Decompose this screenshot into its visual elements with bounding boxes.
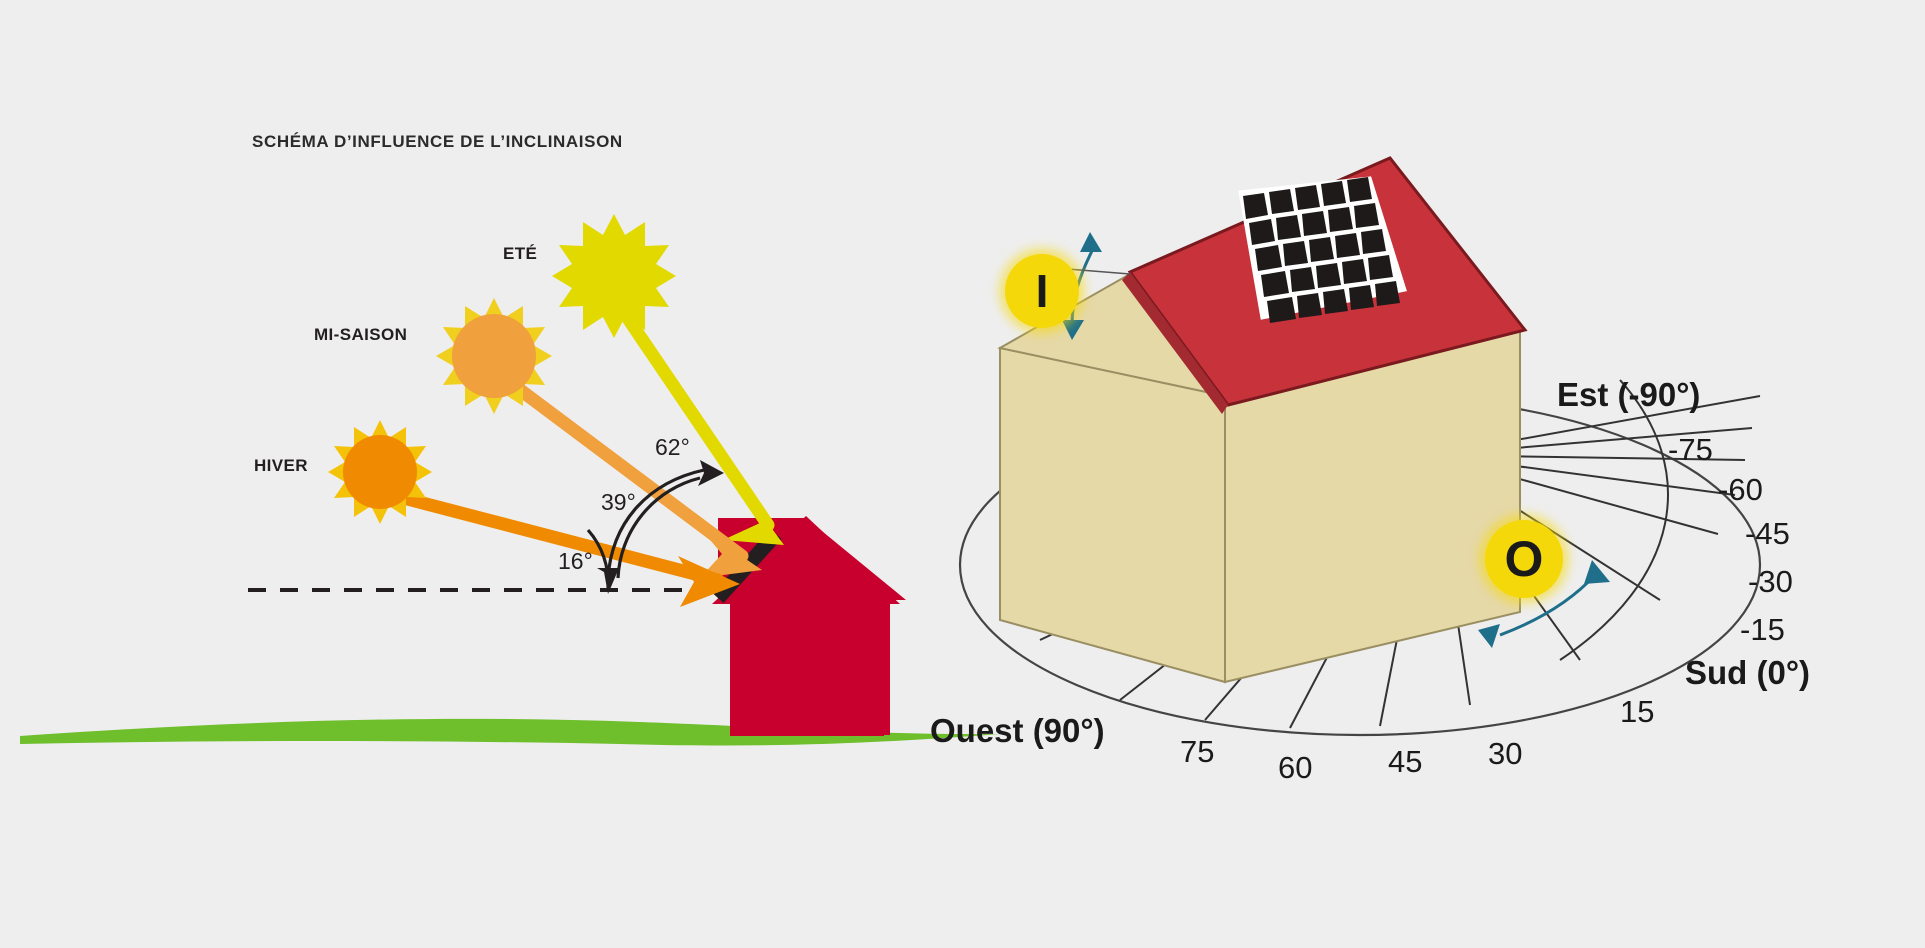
house-body	[730, 598, 884, 736]
sun-label-mi-saison: MI-SAISON	[314, 325, 408, 344]
orientation-badge-glyph: O	[1504, 531, 1544, 587]
azimuth-label--45: -45	[1745, 516, 1790, 551]
azimuth-label--30: -30	[1748, 564, 1793, 599]
solar-cells	[1243, 177, 1400, 323]
azimuth-label--60: -60	[1718, 472, 1763, 507]
azimuth-label-75: 75	[1180, 734, 1215, 769]
azimuth-inner-arc	[1559, 379, 1669, 661]
sun-label-hiver: HIVER	[254, 456, 308, 475]
solar-panel-array	[1238, 176, 1407, 323]
angle-arc-arrowhead-down	[597, 568, 619, 594]
house3d-roof-edge	[1122, 272, 1228, 414]
angle-arc-arrowhead-up	[698, 460, 724, 486]
angle-label-16: 16°	[558, 548, 593, 574]
orientation-arrowhead-upper	[1584, 560, 1610, 584]
cardinal-est: Est (-90°)	[1557, 376, 1701, 413]
house-roof-big	[712, 516, 900, 604]
sun-label-ete: ETÉ	[503, 244, 538, 263]
angle-arc-main	[606, 468, 705, 579]
angle-arc-62	[616, 476, 701, 579]
house3d-left-wall	[999, 346, 1226, 684]
inclination-arrowhead-top	[1080, 232, 1102, 252]
ray-mi-saison	[500, 373, 762, 578]
azimuth-label-60: 60	[1278, 750, 1313, 785]
azimuth-label-15: 15	[1620, 694, 1655, 729]
cardinal-ouest: Ouest (90°)	[930, 712, 1105, 749]
page-title: SCHÉMA D’INFLUENCE DE L’INCLINAISON	[252, 132, 623, 151]
orientation-arrowhead-lower	[1478, 624, 1500, 648]
angle-label-62: 62°	[655, 434, 690, 460]
azimuth-label--15: -15	[1740, 612, 1785, 647]
azimuth-label--75: -75	[1668, 432, 1713, 467]
inclination-badge-glyph: I	[1035, 265, 1049, 317]
orientation-badge[interactable]: O	[1485, 520, 1563, 598]
ground-strip	[20, 718, 1000, 746]
inclination-badge[interactable]: I	[1005, 254, 1079, 328]
inclination-arrowhead-bottom	[1062, 320, 1084, 340]
angle-label-39: 39°	[601, 489, 636, 515]
azimuth-label-45: 45	[1388, 744, 1423, 779]
cardinal-sud: Sud (0°)	[1685, 654, 1811, 691]
sun-ete	[552, 214, 676, 338]
ray-hiver	[385, 488, 740, 607]
sun-mi-saison	[436, 298, 552, 414]
azimuth-label-30: 30	[1488, 736, 1523, 771]
sun-hiver	[328, 420, 432, 524]
